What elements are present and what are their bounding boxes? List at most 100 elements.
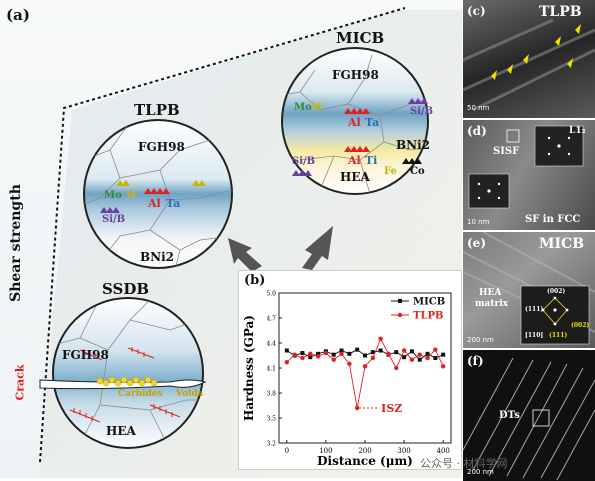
data-point-micb [433, 356, 438, 360]
data-point-tlpb [409, 357, 415, 362]
data-point-tlpb [401, 348, 407, 353]
y-tick-label: 4.7 [266, 316, 276, 323]
y-axis-label: Hardness (GPa) [242, 315, 256, 421]
data-point-micb [417, 357, 422, 362]
y-tick-label: 3.5 [266, 416, 276, 423]
tem-c-scale: 50 nm [467, 104, 490, 112]
tlpb-mo: Mo [104, 190, 122, 201]
micb-circle [281, 47, 429, 195]
tem-panel-c: (c) TLPB 50 nm [463, 0, 595, 118]
tem-e-matrix: matrix [475, 299, 509, 309]
data-point-tlpb [425, 355, 430, 361]
isz-label: ISZ [381, 402, 402, 415]
data-point-micb [394, 350, 399, 355]
x-tick-label: 100 [319, 447, 332, 455]
y-tick-label: 4.1 [266, 366, 276, 373]
panel-b-label: (b) [244, 273, 266, 288]
data-point-micb [402, 355, 407, 360]
data-point-micb [378, 348, 383, 353]
x-tick-label: 300 [397, 447, 410, 455]
x-tick-label: 0 [285, 447, 289, 455]
data-point-tlpb [315, 354, 321, 359]
data-point-micb [331, 352, 336, 357]
tem-d-l12: L1₂ [569, 126, 586, 136]
tlpb-top-label: FGH98 [138, 140, 185, 154]
watermark: 公众号 · 材料学网 [420, 457, 508, 470]
series-line-tlpb [286, 337, 444, 409]
data-point-micb [409, 349, 414, 354]
tem-e-title: MICB [539, 236, 585, 252]
data-point-tlpb [362, 364, 368, 369]
tem-f-label: (f) [467, 354, 484, 368]
tem-e-scale: 200 nm [467, 336, 494, 344]
legend-label-tlpb: TLPB [413, 311, 443, 322]
micb-mo: Mo [294, 102, 312, 113]
data-point-tlpb [284, 359, 290, 365]
data-point-micb [370, 350, 375, 355]
tem-panel-f: (f) DTs 200 nm [463, 350, 595, 481]
y-axis-label: Shear strength [8, 184, 24, 302]
micb-ta: Ta [365, 116, 380, 129]
data-point-tlpb [386, 351, 391, 357]
tlpb-title: TLPB [134, 101, 180, 119]
data-point-tlpb [417, 352, 422, 357]
micb-fe: Fe [384, 166, 397, 177]
tem-d-sf-fcc: SF in FCC [525, 214, 581, 225]
ssdb-crack: Crack [13, 364, 27, 401]
ssdb-carbides: Carbides [118, 389, 163, 399]
tlpb-arrows [100, 180, 206, 213]
tem-c-title: TLPB [539, 4, 582, 20]
tem-c-image [463, 18, 595, 112]
tem-f-scale: 200 nm [467, 468, 494, 476]
tem-e-111b: (111) [549, 332, 568, 339]
data-point-micb [300, 351, 305, 355]
data-point-tlpb [339, 351, 344, 357]
data-point-tlpb [323, 350, 329, 356]
micb-ti: Ti [365, 154, 378, 167]
y-tick-label: 5.0 [266, 291, 276, 298]
micb-co: Co [410, 166, 425, 177]
tem-f-image [463, 357, 595, 481]
ssdb-voids: Voids [176, 389, 203, 399]
data-point-tlpb [354, 405, 360, 411]
x-tick-label: 400 [436, 447, 449, 455]
tem-panel-e: (e) MICB HEA matrix (002) (111) (002) (1… [463, 232, 595, 348]
y-tick-label: 3.2 [266, 441, 276, 448]
tlpb-w: W [126, 190, 138, 201]
tem-d-sisf: SISF [493, 146, 520, 157]
ssdb-title: SSDB [102, 280, 150, 298]
data-point-micb [308, 355, 313, 360]
data-point-tlpb [300, 355, 305, 361]
tem-e-label: (e) [467, 236, 486, 250]
tem-e-111a: (111) [525, 306, 544, 313]
micb-al-1: Al [348, 116, 361, 129]
micb-top-label: FGH98 [332, 68, 379, 82]
data-point-micb [339, 348, 344, 353]
tem-panel-d: (d) SISF L1₂ SF in FCC 10 nm [463, 120, 595, 230]
legend-label-micb: MICB [413, 297, 445, 308]
tlpb-sib: Si/B [102, 214, 126, 225]
ssdb-top-label: FGH98 [62, 348, 109, 362]
data-point-micb [347, 351, 352, 356]
ssdb-bottom-label: HEA [106, 424, 136, 438]
micb-w: W [312, 102, 324, 113]
data-point-tlpb [347, 361, 352, 367]
micb-sib-1: Si/B [410, 106, 434, 117]
micb-arrows [292, 98, 428, 176]
legend-marker-micb [398, 299, 402, 303]
micb-al-2: Al [348, 154, 361, 167]
data-point-micb [425, 351, 430, 356]
data-point-tlpb [292, 352, 297, 357]
data-point-tlpb [378, 336, 383, 342]
micb-mid-label: BNi2 [396, 138, 431, 152]
tlpb-al: Al [148, 197, 161, 210]
tlpb-ta: Ta [166, 197, 181, 210]
tlpb-bottom-label: BNi2 [140, 250, 175, 264]
data-point-tlpb [394, 365, 399, 371]
tem-e-002a: (002) [547, 288, 566, 295]
ssdb-circle [39, 297, 207, 449]
y-tick-label: 3.8 [266, 391, 276, 398]
tem-e-image [463, 232, 595, 345]
